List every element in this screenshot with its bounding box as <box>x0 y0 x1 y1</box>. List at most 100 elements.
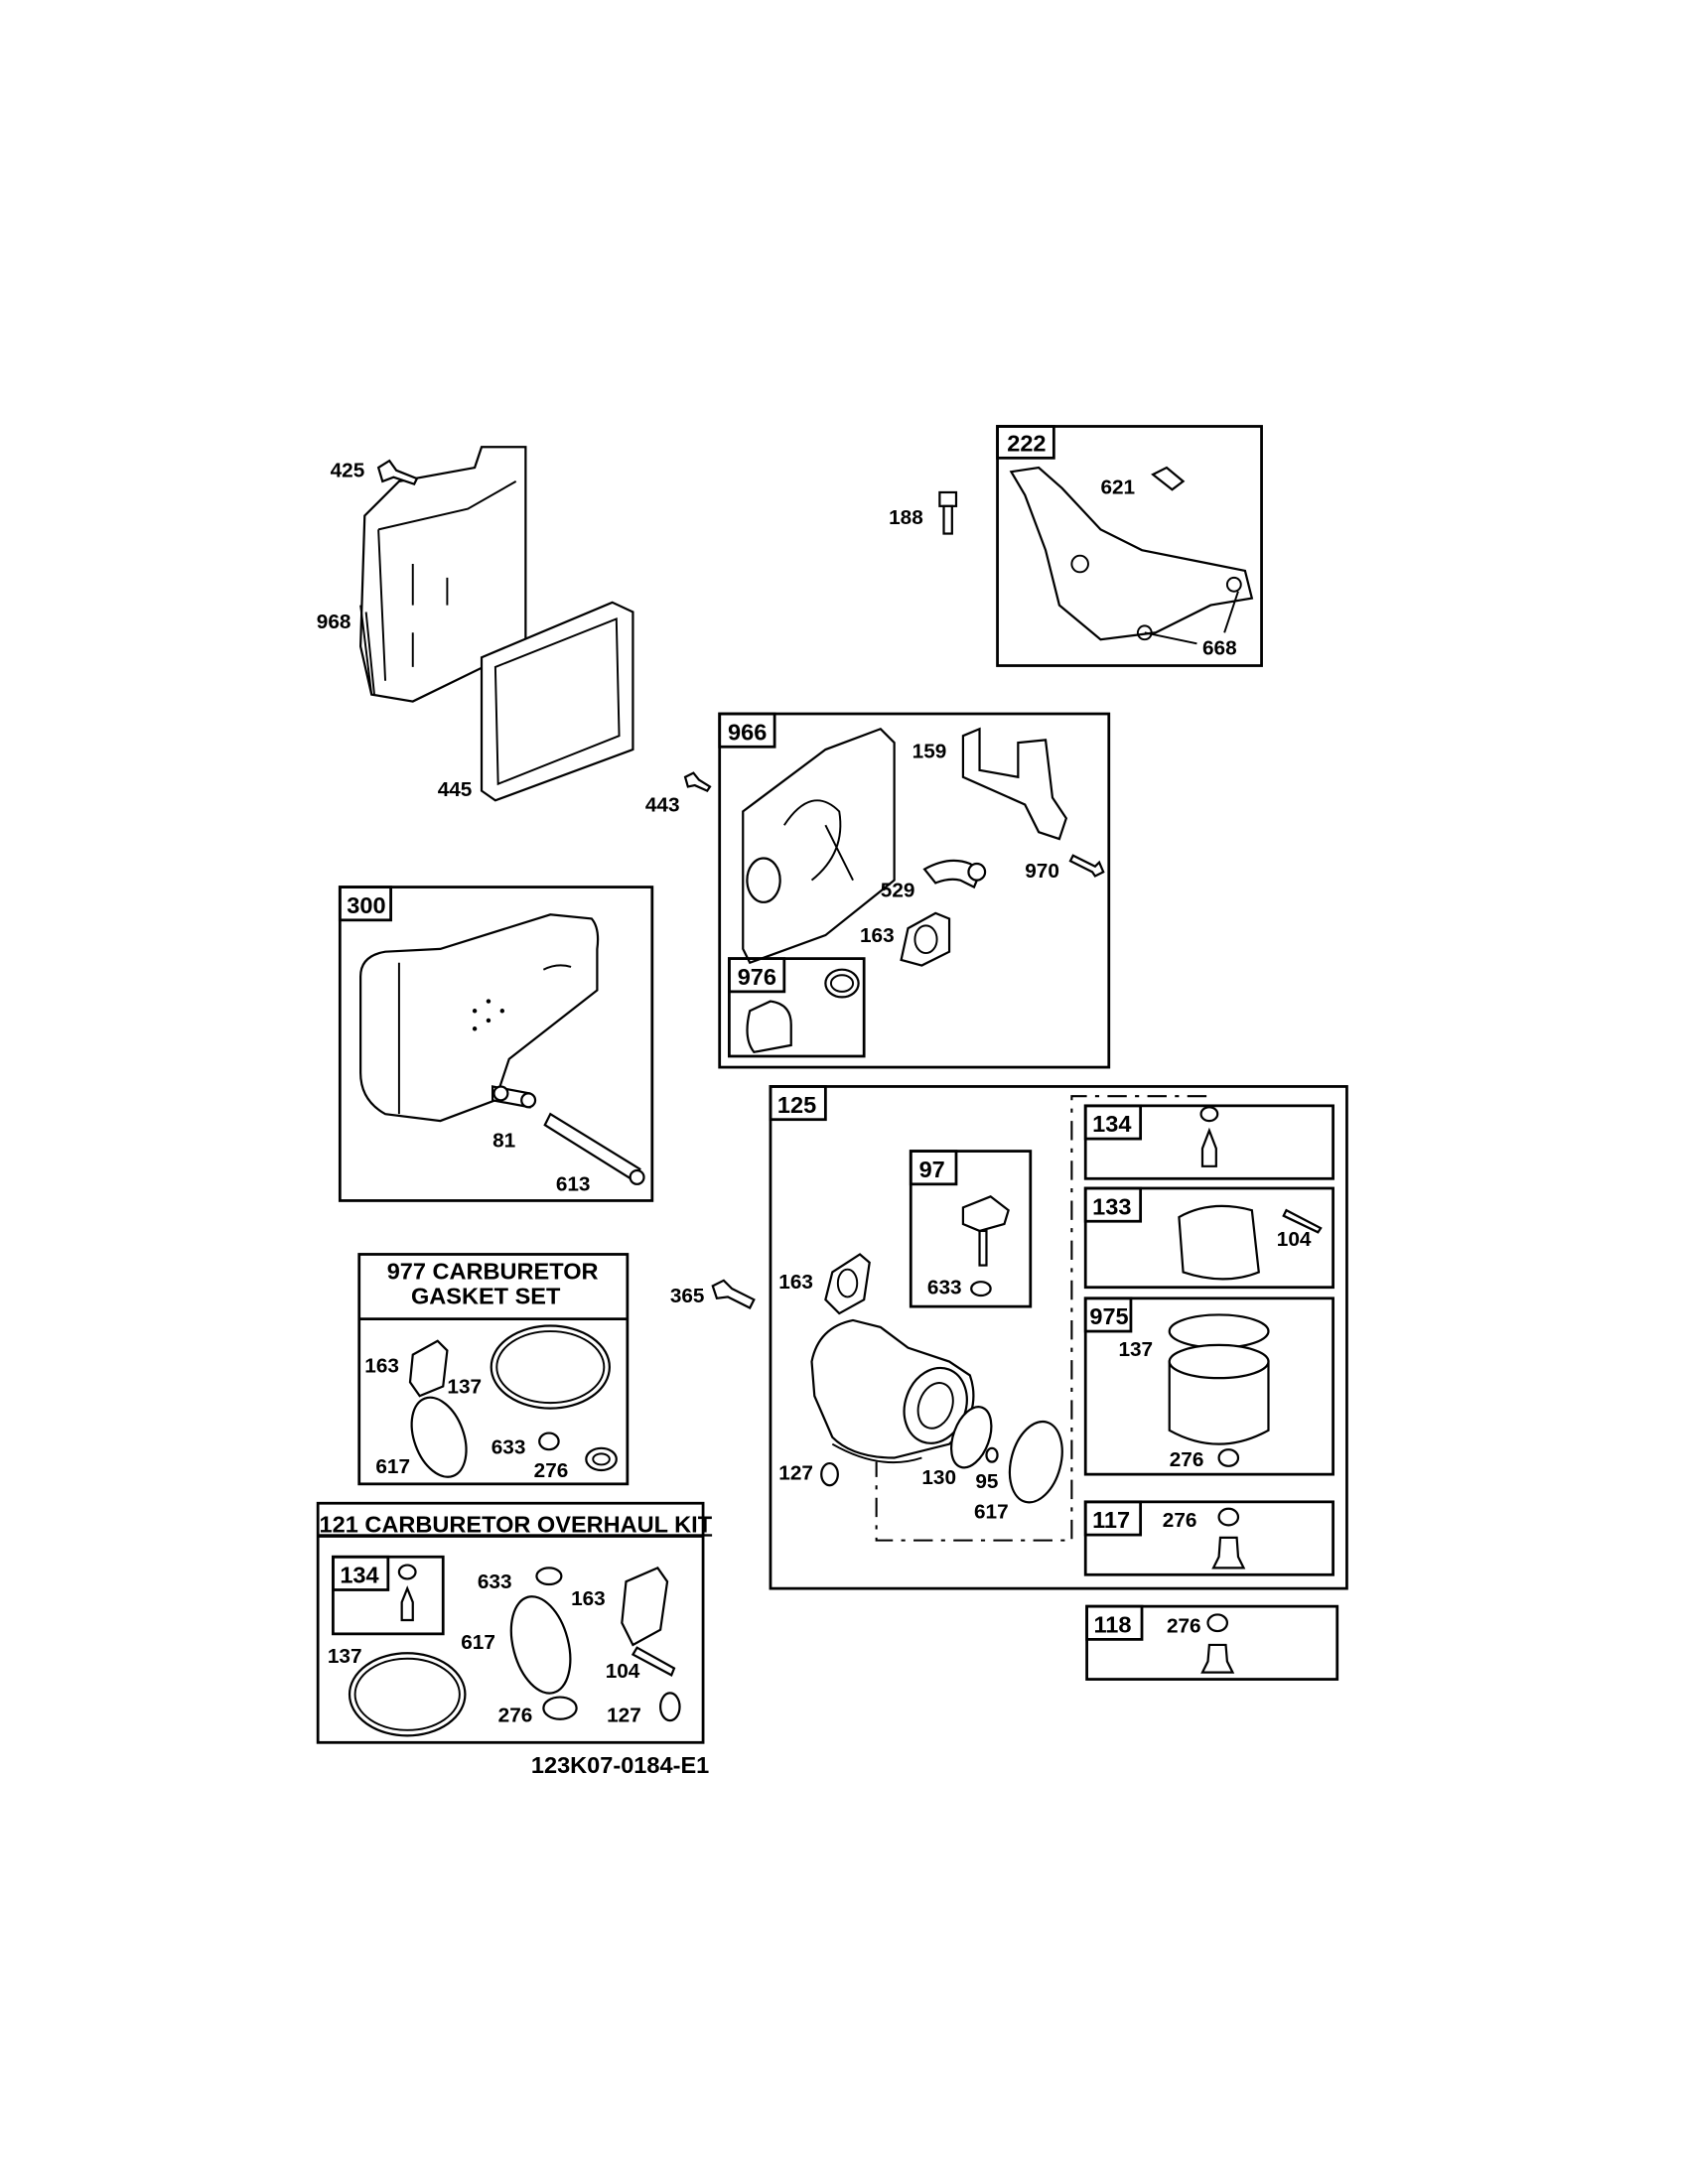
screw-365-icon <box>711 1279 756 1309</box>
group-label-117: 117 <box>1092 1507 1130 1533</box>
group-box-117 <box>1083 1500 1334 1576</box>
group-box-134 <box>1083 1104 1334 1180</box>
callout-163-a: 163 <box>860 924 895 947</box>
callout-276-c: 276 <box>1167 1614 1201 1637</box>
group-label-118: 118 <box>1094 1611 1132 1637</box>
callout-95: 95 <box>975 1470 998 1493</box>
callout-163-c: 163 <box>364 1355 399 1378</box>
callout-617-a: 617 <box>974 1500 1009 1523</box>
group-box-133 <box>1083 1186 1334 1290</box>
callout-968: 968 <box>317 611 351 633</box>
air-cleaner-base-968 <box>359 446 527 703</box>
group-label-222: 222 <box>1007 430 1046 456</box>
group-label-box-133 <box>1083 1186 1143 1223</box>
group-label-121-134: 134 <box>340 1563 378 1588</box>
callout-104-b: 104 <box>606 1660 640 1683</box>
gasket-set-parts <box>408 1324 618 1478</box>
diagram-id: 123K07-0184-E1 <box>531 1752 709 1778</box>
bracket-159 <box>961 727 1068 841</box>
callout-137-b: 137 <box>447 1375 482 1398</box>
callout-613: 613 <box>556 1173 591 1196</box>
callout-365: 365 <box>670 1285 705 1307</box>
group-label-975: 975 <box>1089 1303 1128 1329</box>
air-cleaner-base-966 <box>742 727 896 965</box>
group-label-box-117 <box>1083 1500 1143 1537</box>
group-title-977-line1: 977 CARBURETOR <box>387 1258 599 1284</box>
callout-443: 443 <box>645 793 680 816</box>
callout-617-c: 617 <box>461 1631 495 1654</box>
group-box-300 <box>338 886 654 1202</box>
group-label-box-300 <box>338 886 392 922</box>
callout-104-a: 104 <box>1277 1228 1312 1251</box>
stud-613-icon <box>543 1112 645 1185</box>
bowl-screw-118 <box>1200 1613 1235 1674</box>
air-filter-445 <box>480 601 634 802</box>
group-label-box-976 <box>728 957 786 994</box>
bowl-screw-117 <box>1211 1507 1246 1570</box>
group-label-966: 966 <box>728 719 767 745</box>
callout-130: 130 <box>921 1466 956 1489</box>
float-bowl-975 <box>1168 1313 1270 1467</box>
gasket-163-b-icon <box>824 1253 871 1315</box>
callout-188: 188 <box>889 506 923 529</box>
callout-137-a: 137 <box>1118 1338 1153 1361</box>
group-label-97: 97 <box>919 1157 945 1182</box>
group-box-966 <box>718 712 1111 1069</box>
carburetor-small-parts <box>820 1406 1063 1504</box>
group-label-box-125 <box>769 1085 827 1122</box>
callout-159: 159 <box>912 740 947 762</box>
callout-445: 445 <box>438 778 473 801</box>
gasket-163-icon <box>900 911 951 967</box>
muffler-300 <box>359 913 600 1123</box>
float-133 <box>1178 1204 1323 1281</box>
callout-276-e: 276 <box>498 1705 533 1727</box>
group-box-222 <box>996 425 1263 667</box>
callout-127-b: 127 <box>607 1705 641 1727</box>
inlet-needle-134 <box>1199 1106 1219 1167</box>
callout-668: 668 <box>1202 636 1237 659</box>
group-label-300: 300 <box>347 892 385 918</box>
screw-188-icon <box>938 490 958 535</box>
group-label-box-134 <box>1083 1104 1143 1141</box>
callout-276-b: 276 <box>1163 1509 1197 1532</box>
group-label-976: 976 <box>738 964 776 990</box>
callout-81: 81 <box>492 1129 515 1152</box>
group-label-box-97 <box>909 1150 958 1186</box>
breather-tube-529 <box>922 859 987 889</box>
callout-529: 529 <box>881 879 915 901</box>
group-label-box-975 <box>1083 1297 1133 1333</box>
callout-137-c: 137 <box>328 1645 362 1668</box>
overhaul-kit-parts <box>348 1564 681 1737</box>
group-box-125 <box>769 1085 1348 1590</box>
callout-970: 970 <box>1025 860 1059 883</box>
callout-163-d: 163 <box>571 1587 606 1610</box>
group-box-977 <box>357 1253 630 1486</box>
callout-633-a: 633 <box>927 1277 962 1299</box>
callout-633-b: 633 <box>491 1435 526 1458</box>
callout-617-b: 617 <box>375 1455 410 1478</box>
group-label-134: 134 <box>1092 1111 1131 1137</box>
group-label-box-966 <box>718 712 776 749</box>
screw-970-icon <box>1068 854 1105 878</box>
screw-443-icon <box>683 771 712 792</box>
control-bracket-222 <box>1009 466 1254 645</box>
group-label-133: 133 <box>1092 1193 1131 1219</box>
callout-127-a: 127 <box>778 1462 813 1485</box>
group-title-121: 121 CARBURETOR OVERHAUL KIT <box>320 1511 713 1537</box>
callout-621: 621 <box>1100 476 1135 498</box>
callout-633-c: 633 <box>478 1570 512 1593</box>
callout-276-d: 276 <box>534 1459 569 1482</box>
adapter-976 <box>746 968 860 1054</box>
callout-163-b: 163 <box>778 1271 813 1294</box>
choke-shaft-97 <box>961 1195 1010 1297</box>
group-title-977-line2: GASKET SET <box>411 1283 561 1308</box>
group-box-118 <box>1085 1604 1339 1681</box>
group-label-125: 125 <box>777 1092 816 1118</box>
gasket-81-icon <box>491 1085 537 1109</box>
group-box-976 <box>728 957 866 1058</box>
group-box-97 <box>909 1150 1033 1308</box>
group-box-975 <box>1083 1297 1334 1476</box>
group-box-121 <box>316 1501 705 1744</box>
